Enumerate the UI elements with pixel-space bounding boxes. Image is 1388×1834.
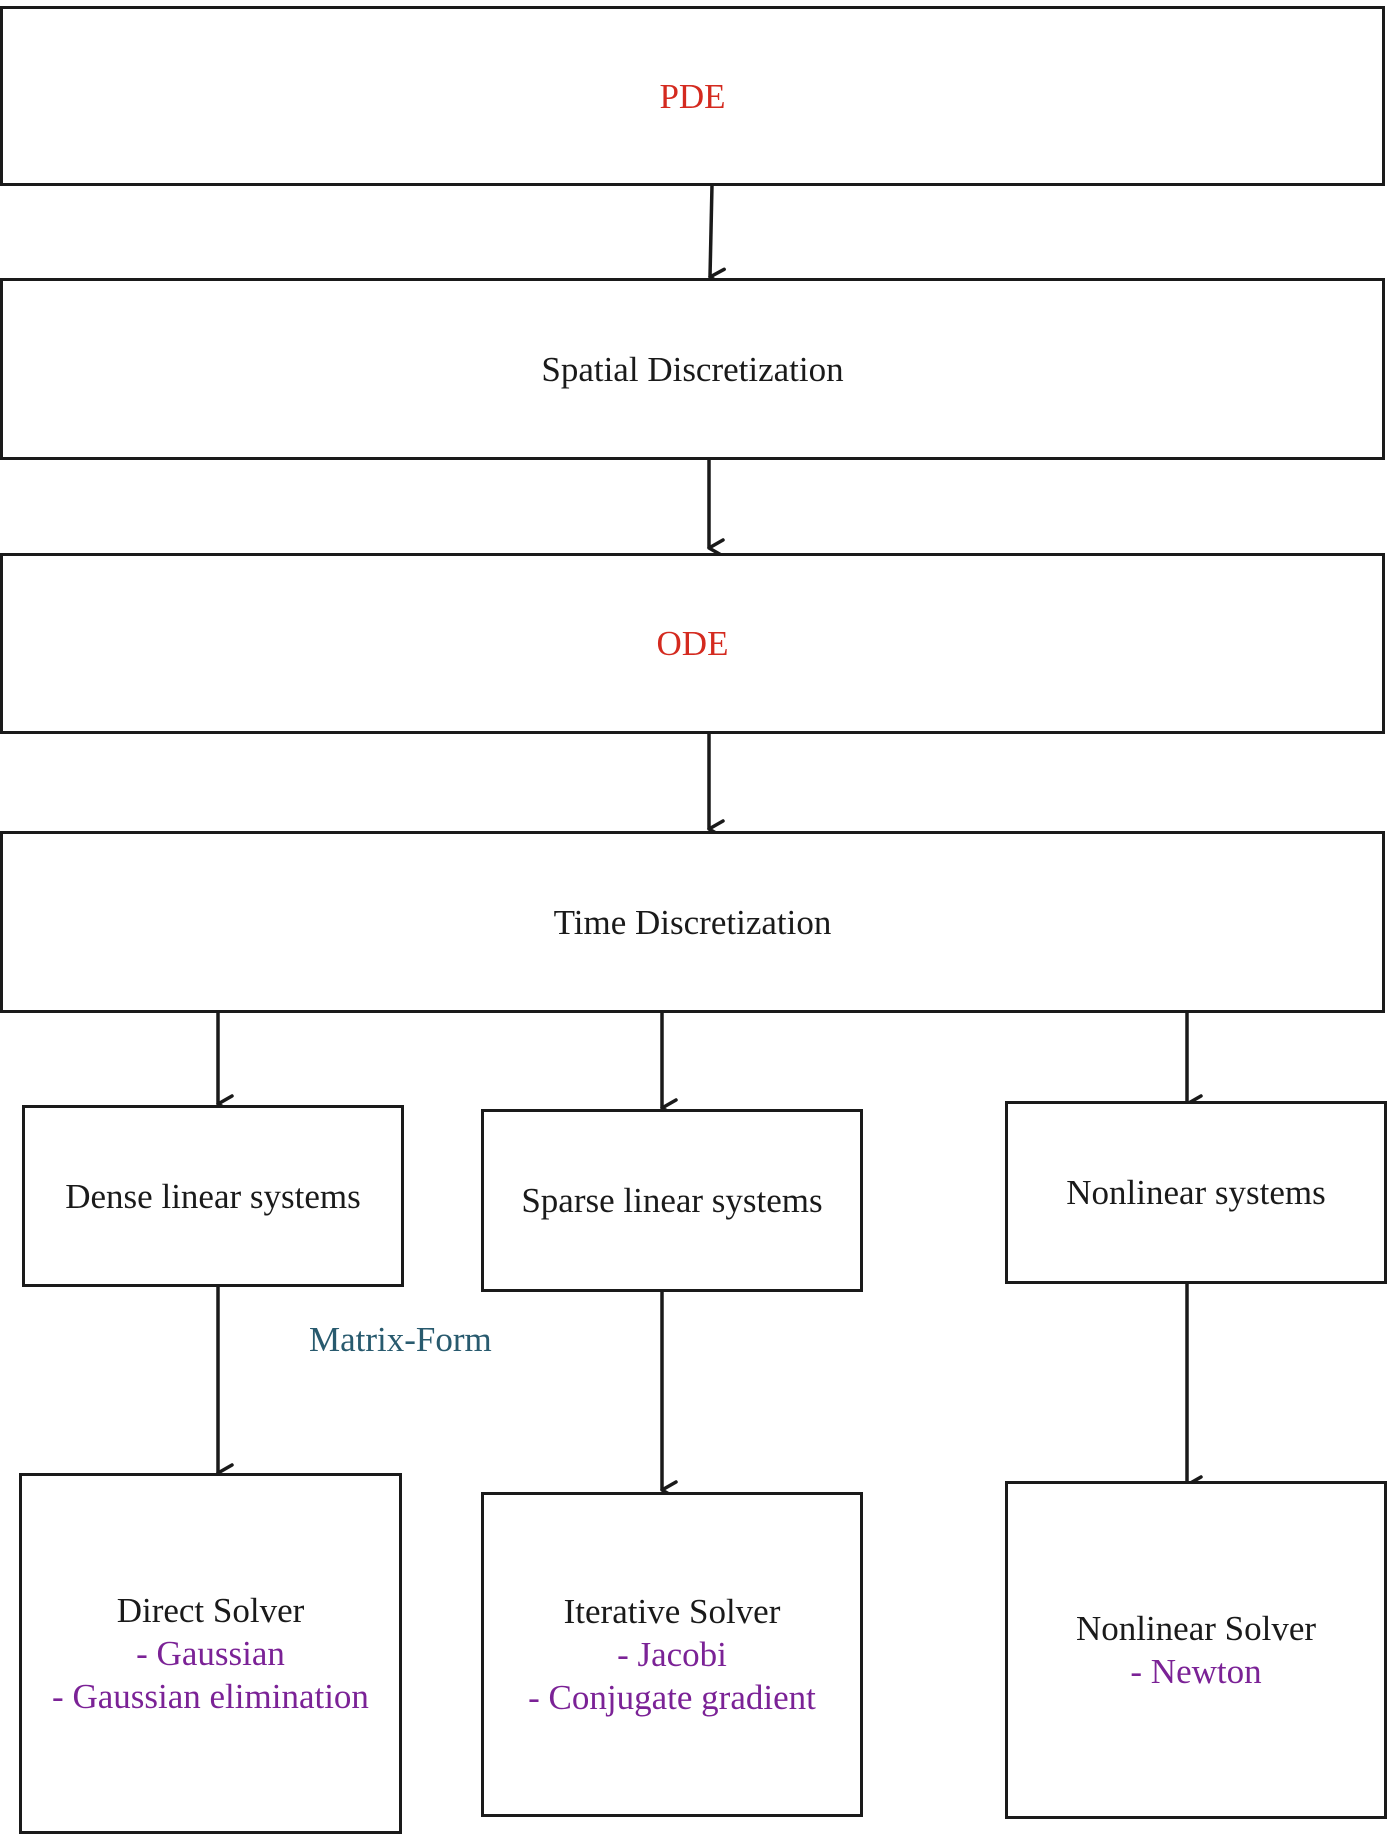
time-discretization-box: Time Discretization <box>0 831 1385 1013</box>
dense-linear-systems-label: Dense linear systems <box>65 1176 361 1216</box>
sparse-linear-systems-label: Sparse linear systems <box>521 1181 823 1220</box>
iterative-solver-box: Iterative Solver - Jacobi - Conjugate gr… <box>481 1492 863 1817</box>
pde-box: PDE <box>0 6 1385 186</box>
direct-solver-method-gaussian: - Gaussian <box>136 1634 285 1673</box>
sparse-linear-systems-box: Sparse linear systems <box>481 1109 863 1292</box>
iterative-solver-method-conjugate-gradient: - Conjugate gradient <box>528 1678 816 1717</box>
dense-linear-systems-box: Dense linear systems <box>22 1105 404 1287</box>
direct-solver-method-gaussian-elimination: - Gaussian elimination <box>52 1677 369 1716</box>
ode-label: ODE <box>656 624 729 663</box>
pde-label: PDE <box>659 76 726 116</box>
time-discretization-label: Time Discretization <box>553 902 832 942</box>
iterative-solver-method-jacobi: - Jacobi <box>617 1635 727 1674</box>
iterative-solver-label: Iterative Solver <box>563 1592 781 1631</box>
spatial-discretization-label: Spatial Discretization <box>541 349 844 389</box>
matrix-form-annotation: Matrix-Form <box>309 1320 492 1359</box>
ode-box: ODE <box>0 553 1385 734</box>
nonlinear-systems-box: Nonlinear systems <box>1005 1101 1387 1284</box>
nonlinear-solver-method-newton: - Newton <box>1130 1652 1262 1691</box>
nonlinear-systems-label: Nonlinear systems <box>1066 1173 1326 1212</box>
arrow-pde-to-spatial <box>708 184 726 288</box>
direct-solver-box: Direct Solver - Gaussian - Gaussian elim… <box>19 1473 402 1834</box>
direct-solver-label: Direct Solver <box>116 1591 305 1630</box>
nonlinear-solver-label: Nonlinear Solver <box>1075 1609 1317 1648</box>
nonlinear-solver-box: Nonlinear Solver - Newton <box>1005 1481 1387 1819</box>
spatial-discretization-box: Spatial Discretization <box>0 278 1385 460</box>
